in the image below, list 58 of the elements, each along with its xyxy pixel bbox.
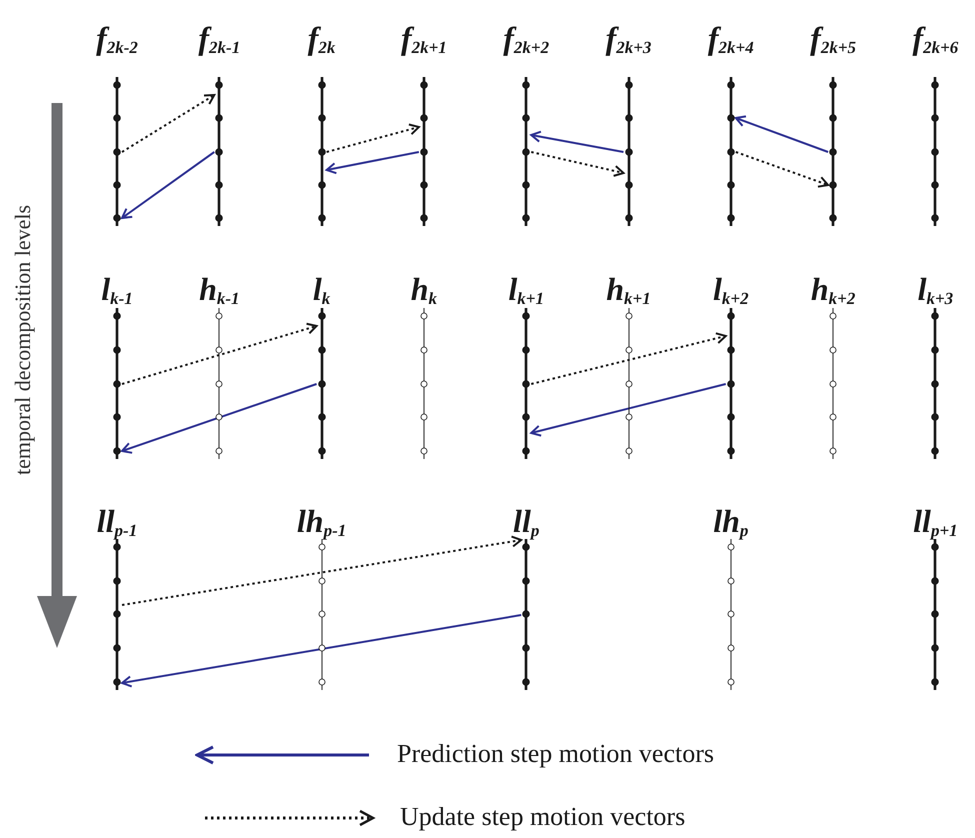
frame-label: f$_{2k+6}$ [912, 22, 958, 54]
prediction-vector-arrow [121, 383, 317, 454]
frame-line [726, 308, 736, 459]
frame-line [930, 308, 940, 459]
highpass-frame-line [214, 308, 224, 459]
frame-line [726, 77, 736, 226]
frame-label: l$_{k+1}$ [508, 273, 544, 305]
frame-line [418, 77, 429, 226]
update-vector-arrow [530, 151, 624, 177]
update-vector-arrow [530, 332, 727, 385]
frame-label: f$_{2k+2}$ [503, 22, 550, 54]
prediction-vector-arrow [530, 383, 726, 437]
frame-label: h$_{k+1}$ [606, 273, 651, 305]
frame-line [112, 308, 122, 459]
frame-line [521, 539, 532, 690]
frame-line [521, 308, 532, 459]
frame-line [521, 77, 532, 226]
frame-label: f$_{2k+1}$ [400, 22, 447, 54]
legend-text: Prediction step motion vectors [397, 741, 714, 767]
frame-label: l$_{k+3}$ [918, 273, 954, 305]
update-vector-arrow [735, 151, 830, 188]
axis-label: temporal decomposition levels [12, 204, 34, 478]
update-vector-arrow [326, 124, 420, 153]
frame-label: f$_{2k+3}$ [606, 22, 652, 54]
highpass-frame-line [828, 308, 838, 459]
frame-label: l$_{k+2}$ [713, 273, 749, 305]
frame-line [624, 77, 634, 226]
legend-text: Update step motion vectors [400, 804, 686, 830]
highpass-frame-line [624, 308, 634, 459]
prediction-vector-arrow [734, 115, 828, 153]
frame-label: f$_{2k+4}$ [708, 22, 754, 54]
frame-line [112, 539, 122, 690]
prediction-vector-arrow [530, 130, 624, 153]
update-vector-arrow [122, 322, 318, 385]
frame-label: h$_{k+2}$ [810, 273, 856, 305]
update-vector-arrow [121, 94, 216, 153]
frame-line [316, 308, 327, 459]
frame-label: f$_{2k+5}$ [810, 22, 856, 54]
prediction-vector-arrow [121, 151, 215, 219]
prediction-vector-arrow [326, 151, 420, 174]
frame-line [930, 539, 940, 690]
highpass-frame-line [726, 539, 736, 690]
frame-label: f$_{2k}$ [308, 22, 336, 54]
highpass-frame-line [418, 308, 429, 459]
prediction-vector-arrow [121, 614, 522, 688]
frame-label: l$_{k-1}$ [101, 273, 133, 305]
frame-label: h$_{k-1}$ [199, 273, 240, 305]
frame-label: f$_{2k-1}$ [198, 22, 240, 54]
frame-line [930, 77, 940, 226]
frame-label: f$_{2k-2}$ [96, 22, 138, 54]
frame-label: l$_{k}$ [312, 273, 330, 305]
frame-label: h$_{k}$ [410, 273, 438, 305]
frame-line [316, 77, 327, 226]
frame-line [828, 77, 838, 226]
frame-line [214, 77, 224, 226]
frame-line [112, 77, 122, 226]
update-vector-arrow [122, 536, 522, 606]
highpass-frame-line [316, 539, 327, 690]
